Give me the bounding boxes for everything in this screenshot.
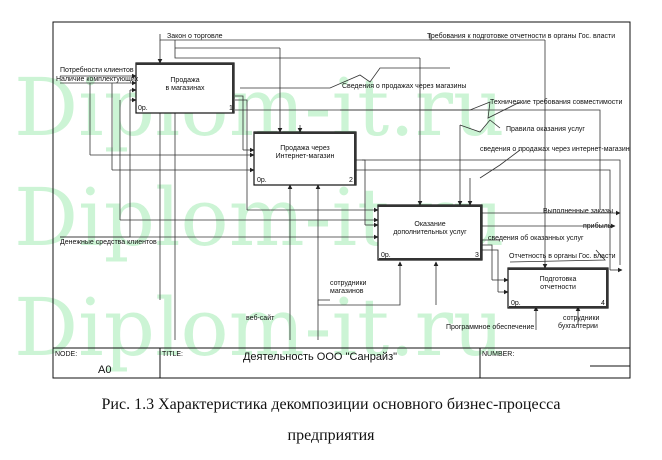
node-value: A0 [98,364,111,376]
label-reporting: Отчетность в органы Гос. власти [509,253,616,260]
label-service-rules: Правила оказания услуг [506,126,585,133]
box-4-number: 4 [601,300,605,307]
label-money: Денежные средства клиентов [60,239,157,246]
box-2-number: 2 [349,177,353,184]
node-label: NODE: [55,351,77,358]
box-1-number: 1 [229,105,233,112]
title-label: TITLE: [162,351,183,358]
arrows [60,34,623,340]
label-tech-req: Технические требования совместимости [490,98,622,106]
label-store-sales-info: Сведения о продажах через магазины [342,83,466,90]
svg-text:Diplom-it.ru: Diplom-it.ru [14,281,505,374]
label-needs: Потребности клиентов [60,66,134,74]
label-orders-done: Выполненные заказы [543,208,613,215]
figure-caption-line1: Рис. 1.3 Характеристика декомпозиции осн… [101,396,561,413]
number-label: NUMBER: [482,351,514,358]
label-reporting-req: Требования к подготовке отчетности в орг… [427,32,615,40]
diagram-title: Деятельность ООО "Санрайз" [243,351,397,363]
label-service-info: сведения об оказанных услуг [488,234,584,242]
label-components: Наличие комплектующих [56,76,139,83]
label-software: Программное обеспечение [446,323,534,331]
diagram-frame [52,21,631,379]
figure-caption-line2: предприятия [287,427,375,444]
box-3-number: 3 [475,252,479,259]
box-2-cost: 0р. [257,177,267,184]
box-1-cost: 0р. [138,105,148,112]
label-law: Закон о торговле [167,33,223,40]
label-website: веб-сайт [246,314,275,322]
label-profit: прибыль [583,222,612,230]
box-4-cost: 0р. [511,300,521,307]
title-block: NODE: A0 TITLE: Деятельность ООО "Санрай… [55,351,514,376]
arrow-labels: Потребности клиентов Наличие комплектующ… [56,32,630,331]
label-web-sales-info: сведения о продажах через интернет-магаз… [480,146,630,153]
box-3-cost: 0р. [381,252,391,259]
